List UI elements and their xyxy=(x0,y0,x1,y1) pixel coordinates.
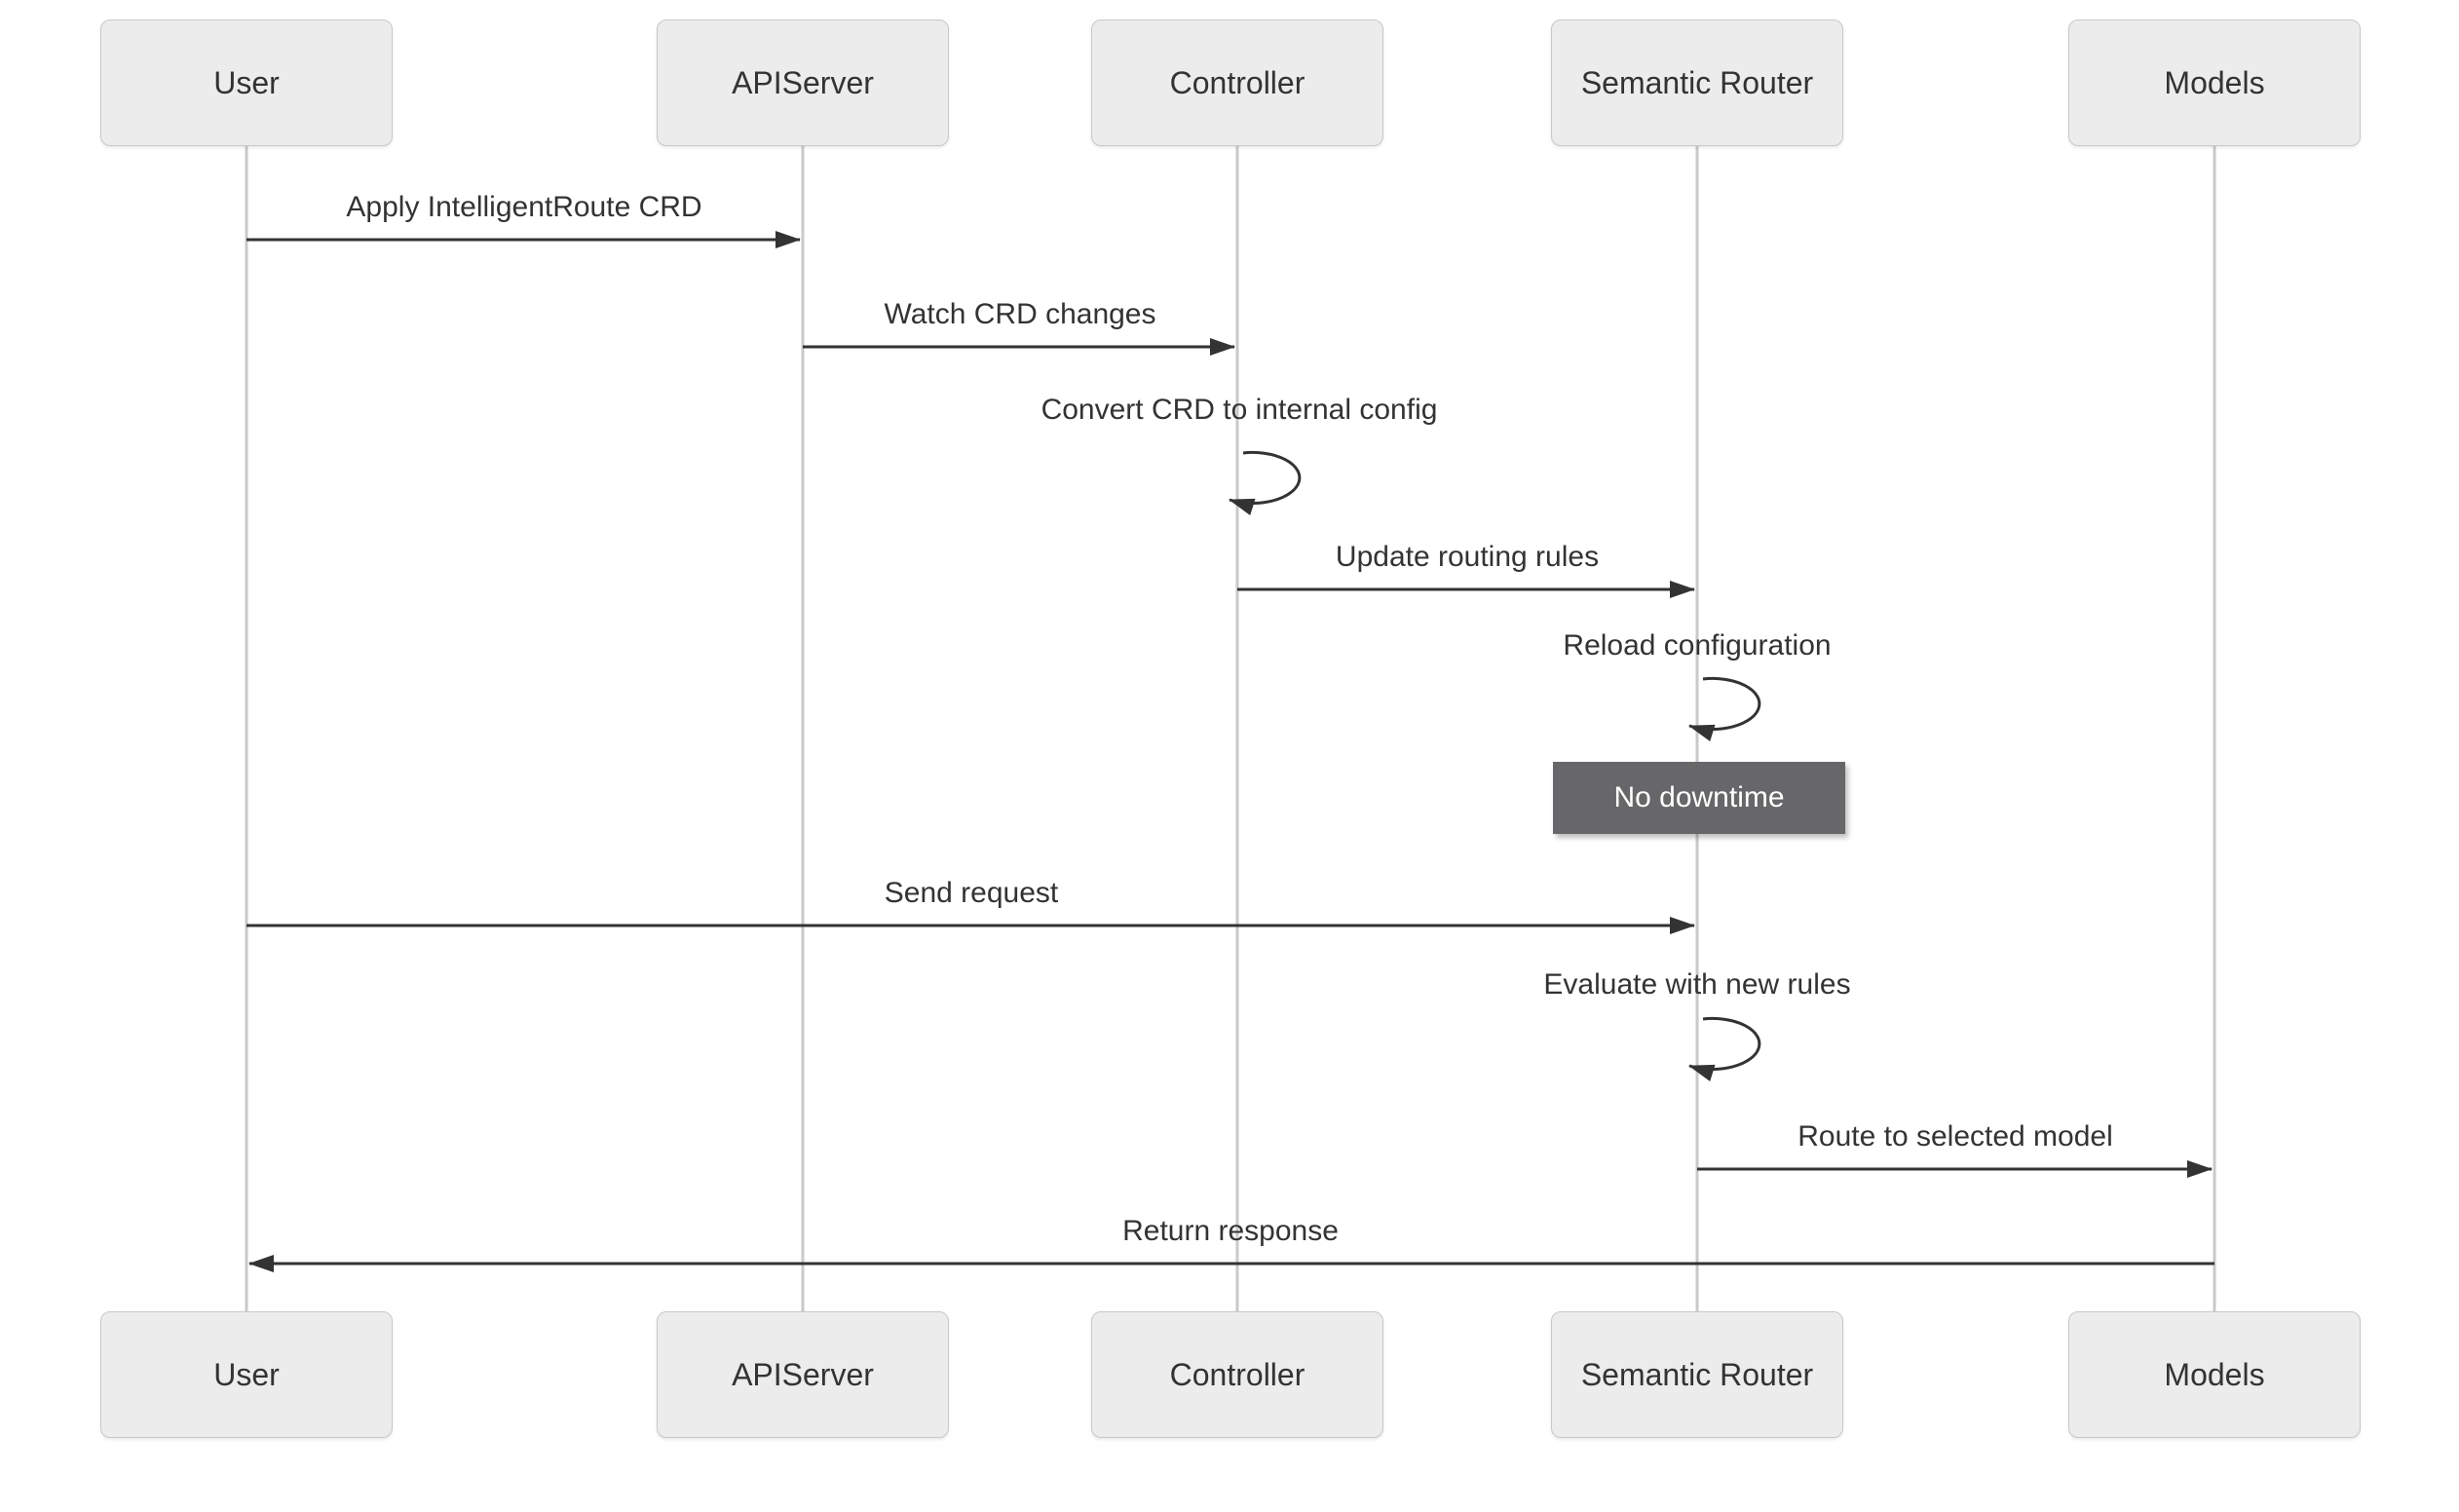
actor-user-bottom: User xyxy=(100,1311,393,1438)
self-loop-convert-crd-to-internal-config xyxy=(1229,450,1302,515)
actor-controller-top: Controller xyxy=(1091,19,1383,146)
note-no-downtime: No downtime xyxy=(1553,762,1845,834)
message-label-apply-intelligentroute-crd: Apply IntelligentRoute CRD xyxy=(346,191,702,223)
message-label-update-routing-rules: Update routing rules xyxy=(1335,541,1600,573)
actor-apiserver-bottom: APIServer xyxy=(657,1311,949,1438)
actor-models-bottom: Models xyxy=(2068,1311,2361,1438)
message-label-route-to-selected-model: Route to selected model xyxy=(1797,1120,2113,1153)
self-loop-evaluate-with-new-rules xyxy=(1688,1016,1761,1081)
actor-semantic-router-bottom: Semantic Router xyxy=(1551,1311,1843,1438)
message-label-convert-crd-to-internal-config: Convert CRD to internal config xyxy=(1040,394,1438,426)
message-label-reload-configuration: Reload configuration xyxy=(1563,629,1832,662)
message-label-send-request: Send request xyxy=(884,877,1059,909)
actor-controller-bottom: Controller xyxy=(1091,1311,1383,1438)
message-label-return-response: Return response xyxy=(1122,1215,1339,1247)
self-loop-reload-configuration xyxy=(1688,676,1761,741)
actor-semantic-router-top: Semantic Router xyxy=(1551,19,1843,146)
actor-user-top: User xyxy=(100,19,393,146)
actor-models-top: Models xyxy=(2068,19,2361,146)
message-label-watch-crd-changes: Watch CRD changes xyxy=(884,298,1156,330)
message-label-evaluate-with-new-rules: Evaluate with new rules xyxy=(1543,968,1851,1001)
actor-apiserver-top: APIServer xyxy=(657,19,949,146)
